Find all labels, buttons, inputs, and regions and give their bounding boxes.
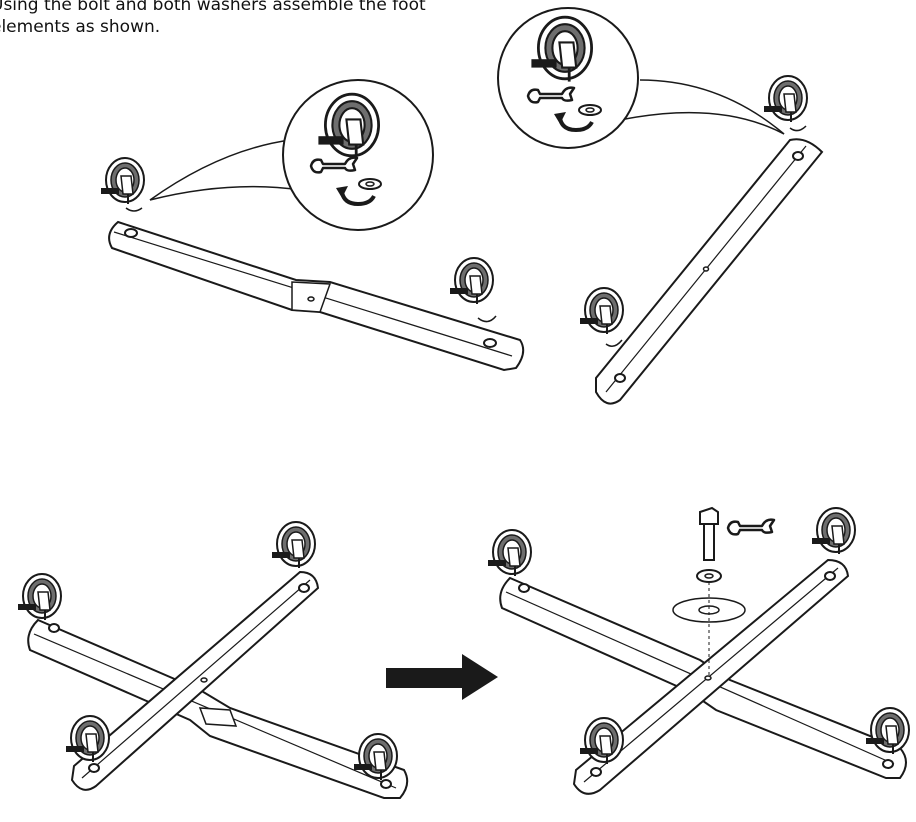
- bar-hole: [124, 228, 138, 238]
- caster-wheel-icon: [100, 157, 145, 205]
- washer-icon: [696, 569, 722, 583]
- wrench-icon: [726, 518, 776, 536]
- caster-wheel-icon: [579, 287, 624, 335]
- foot-bar-right: [595, 138, 824, 405]
- bottom-left-assembly: [17, 521, 409, 799]
- caster-wheel-icon: [65, 715, 110, 763]
- instruction-text: Using the bolt and both washers assemble…: [0, 0, 511, 38]
- bolt-icon: [699, 506, 719, 561]
- washer-icon: [358, 178, 382, 190]
- washer-icon: [578, 104, 602, 116]
- bottom-right-assembly: [487, 506, 910, 795]
- caster-wheel-icon: [17, 573, 62, 621]
- direction-arrow-icon: [386, 654, 498, 700]
- instruction-line-1: Using the bolt and both washers assemble…: [0, 0, 426, 15]
- caster-wheel-icon: [811, 507, 856, 555]
- caster-wheel-icon: [449, 257, 494, 305]
- top-right-assembly: [497, 7, 824, 405]
- caster-wheel-icon: [579, 717, 624, 765]
- caster-wheel-icon: [487, 529, 532, 577]
- instruction-line-2: elements as shown.: [0, 17, 161, 37]
- top-left-assembly: [100, 79, 525, 372]
- caster-wheel-icon: [763, 75, 808, 123]
- caster-wheel-icon: [271, 521, 316, 569]
